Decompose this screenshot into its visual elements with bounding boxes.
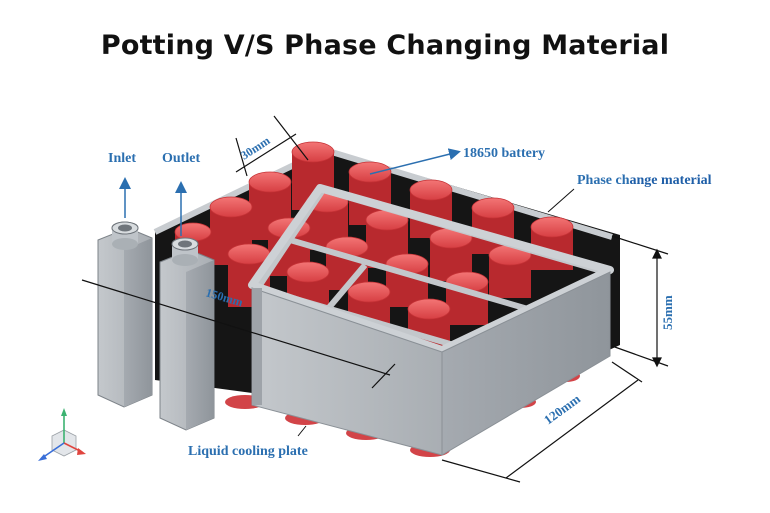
- outlet-label: Outlet: [162, 151, 200, 166]
- dimension-120mm: [441, 361, 643, 483]
- height-55mm-label: 55mm: [660, 295, 675, 330]
- cooling-plate-leader: [297, 425, 307, 437]
- axis-triad-icon: [38, 408, 86, 461]
- battery-label: 18650 battery: [463, 146, 545, 161]
- dimension-30mm: [235, 115, 309, 177]
- pcm-label-prefix: Phase ch: [577, 173, 630, 188]
- inlet-label: Inlet: [108, 151, 136, 166]
- inlet-tube: [97, 221, 153, 408]
- pcm-leader-line: [547, 188, 575, 213]
- cooling-plate-label: Liquid cooling plate: [188, 444, 308, 459]
- depth-120mm-label: 120mm: [541, 391, 583, 427]
- outlet-tube: [159, 237, 215, 431]
- pcm-label-suffix: ange material: [630, 173, 712, 188]
- width-30mm-label: 30mm: [238, 133, 272, 162]
- dimension-55mm: [611, 235, 669, 368]
- battery-leader-arrow: [369, 148, 461, 175]
- pcm-label: Phase change material: [577, 173, 712, 188]
- dimension-150mm: [81, 279, 396, 389]
- page-title: Potting V/S Phase Changing Material: [100, 30, 670, 61]
- front-casing: [248, 184, 614, 456]
